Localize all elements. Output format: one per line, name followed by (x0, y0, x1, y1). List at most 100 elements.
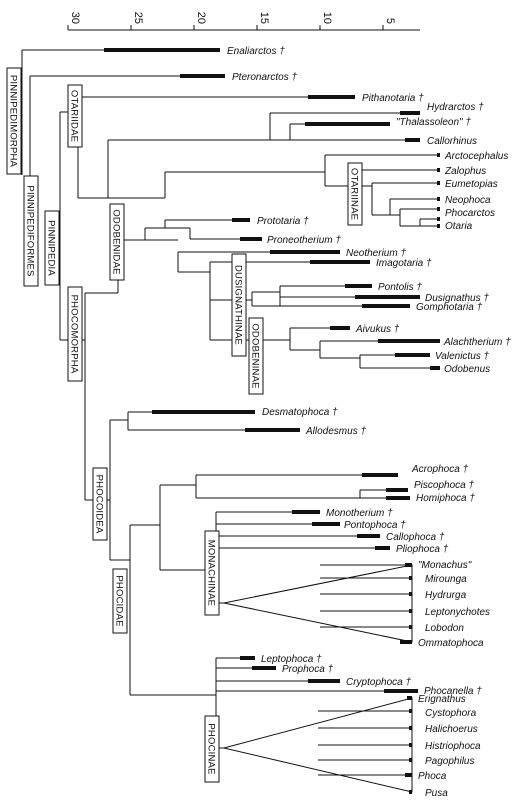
group-pinnipedia: PINNIPEDIA (44, 210, 60, 286)
taxon-label-phocarctos: Phocarctos (445, 208, 495, 219)
group-box (112, 568, 128, 634)
taxon-label-pliophoca: Pliophoca † (396, 544, 449, 555)
taxon-label-acrophoca: Acrophoca † (411, 464, 469, 475)
taxon-label-desmatophoca: Desmatophoca † (262, 407, 338, 418)
group-box (109, 203, 125, 281)
taxon-label-odobenus: Odobenus (444, 364, 490, 375)
group-box (231, 253, 247, 357)
taxon-label-leptophoca: Leptophoca † (261, 654, 322, 665)
taxon-label-phocanella: Phocanella † (424, 686, 482, 697)
group-box (67, 84, 83, 148)
taxon-label-alachtherium: Alachtherium † (443, 337, 511, 348)
taxon-label-pteronarctos: Pteronarctos † (232, 72, 297, 83)
taxon-label-lobodon: Lobodon (425, 623, 464, 634)
taxon-label-valenictus: Valenictus † (435, 351, 490, 362)
taxon-label-hydrarctos: Hydrarctos † (427, 102, 484, 113)
group-label-phocomorpha: PHOCOMORPHA (69, 295, 80, 374)
taxon-labels: Enaliarctos † Pteronarctos † Pithanotari… (227, 46, 511, 799)
taxon-label-hydrurga: Hydrurga (425, 590, 467, 601)
tick-label-10: 10 (321, 12, 333, 24)
taxon-label-pontolis: Pontolis † (378, 282, 422, 293)
group-otariinae: OTARIINAE (347, 162, 363, 226)
taxon-label-pagophilus: Pagophilus (425, 756, 474, 767)
taxon-label-leptonychotes: Leptonychotes (425, 607, 490, 618)
taxon-label-histriophoca: Histriophoca (425, 741, 481, 752)
group-pinnipediformes: PINNIPEDIFORMES (23, 175, 39, 287)
group-label-pinnipediformes: PINNIPEDIFORMES (25, 185, 36, 276)
taxon-label-halichoerus: Halichoerus (425, 724, 478, 735)
group-phocoidea: PHOCOIDEA (92, 467, 108, 541)
monachinae-clade-triangle (223, 564, 413, 643)
time-axis: 30 25 20 15 10 5 (67, 12, 420, 31)
group-pinnipedimorpha: PINNIPEDIMORPHA (6, 67, 22, 175)
group-phocinae: PHOCINAE (204, 715, 220, 783)
taxon-label-zalophus: Zalophus (444, 166, 486, 177)
taxon-label-cystophora: Cystophora (425, 708, 477, 719)
taxon-label-proneotherium: Proneotherium † (267, 235, 341, 246)
taxon-label-enaliarctos: Enaliarctos † (227, 46, 285, 57)
group-label-dusignathinae: DUSIGNATHINAE (233, 265, 244, 345)
group-otariidae: OTARIIDAE (67, 84, 83, 148)
group-box (67, 286, 83, 382)
group-dusignathinae: DUSIGNATHINAE (231, 253, 247, 357)
taxon-label-imagotaria: Imagotaria † (376, 258, 432, 269)
group-labels: PINNIPEDIMORPHA PINNIPEDIFORMES PINNIPED… (6, 67, 363, 783)
taxon-label-prophoca: Prophoca † (282, 664, 334, 675)
taxon-label-allodesmus: Allodesmus † (305, 426, 366, 437)
group-label-otariidae: OTARIIDAE (69, 90, 80, 142)
taxon-label-callophoca: Callophoca † (386, 532, 445, 543)
group-label-pinnipedimorpha: PINNIPEDIMORPHA (8, 75, 19, 168)
taxon-label-dusignathus: Dusignathus † (425, 293, 489, 304)
taxon-label-arctocephalus: Arctocephalus (444, 151, 508, 162)
taxon-label-erignathus: Erignathus (418, 694, 466, 705)
group-box (6, 67, 22, 175)
taxon-label-gomphotaria: Gomphotaria † (416, 302, 483, 313)
tick-label-25: 25 (132, 12, 144, 24)
branch (318, 710, 412, 776)
group-label-pinnipedia: PINNIPEDIA (46, 220, 57, 276)
taxon-label-ommatophoca: Ommatophoca (418, 638, 484, 649)
taxon-label-thalassoleon: "Thalassoleon" † (396, 117, 471, 128)
taxon-label-cryptophoca: Cryptophoca † (346, 677, 411, 688)
group-label-phocoidea: PHOCOIDEA (94, 475, 105, 534)
taxon-label-monachus: "Monachus" (418, 560, 472, 571)
group-box (92, 467, 108, 541)
taxon-label-callorhinus: Callorhinus (427, 136, 477, 147)
tick-label-5: 5 (384, 18, 396, 24)
group-phocidae: PHOCIDAE (112, 568, 128, 634)
tick-label-15: 15 (258, 12, 270, 24)
group-label-phocinae: PHOCINAE (206, 723, 217, 774)
taxon-label-homiphoca: Homiphoca † (416, 493, 475, 504)
group-odobenidae: ODOBENIDAE (109, 203, 125, 281)
group-box (204, 530, 220, 616)
taxon-label-prototaria: Prototaria † (257, 216, 309, 227)
group-box (44, 210, 60, 286)
taxon-label-mirounga: Mirounga (425, 574, 467, 585)
group-odobeninae: ODOBENINAE (248, 317, 264, 395)
taxon-label-otaria: Otaria (445, 221, 473, 232)
group-box (347, 162, 363, 226)
taxon-label-pusa: Pusa (425, 788, 448, 799)
taxon-label-eumetopias: Eumetopias (445, 179, 498, 190)
taxon-label-neotherium: Neotherium † (346, 248, 406, 259)
group-box (248, 317, 264, 395)
taxon-label-pithanotaria: Pithanotaria † (362, 93, 424, 104)
tick-label-20: 20 (195, 12, 207, 24)
taxon-label-pontophoca: Pontophoca † (344, 520, 406, 531)
tick-label-30: 30 (69, 12, 81, 24)
group-label-odobeninae: ODOBENINAE (250, 323, 261, 388)
taxon-label-piscophoca: Piscophoca † (414, 480, 474, 491)
taxon-label-aivukus: Aivukus † (355, 324, 400, 335)
group-label-phocidae: PHOCIDAE (114, 575, 125, 626)
group-monachinae: MONACHINAE (204, 530, 220, 616)
taxon-label-phoca: Phoca (418, 771, 447, 782)
group-box (23, 175, 39, 287)
group-label-odobenidae: ODOBENIDAE (111, 209, 122, 274)
group-phocomorpha: PHOCOMORPHA (67, 286, 83, 382)
group-box (204, 715, 220, 783)
taxon-label-monotherium: Monotherium † (326, 508, 393, 519)
branch (320, 564, 412, 628)
range-bars (104, 48, 440, 794)
group-label-monachinae: MONACHINAE (206, 540, 217, 606)
